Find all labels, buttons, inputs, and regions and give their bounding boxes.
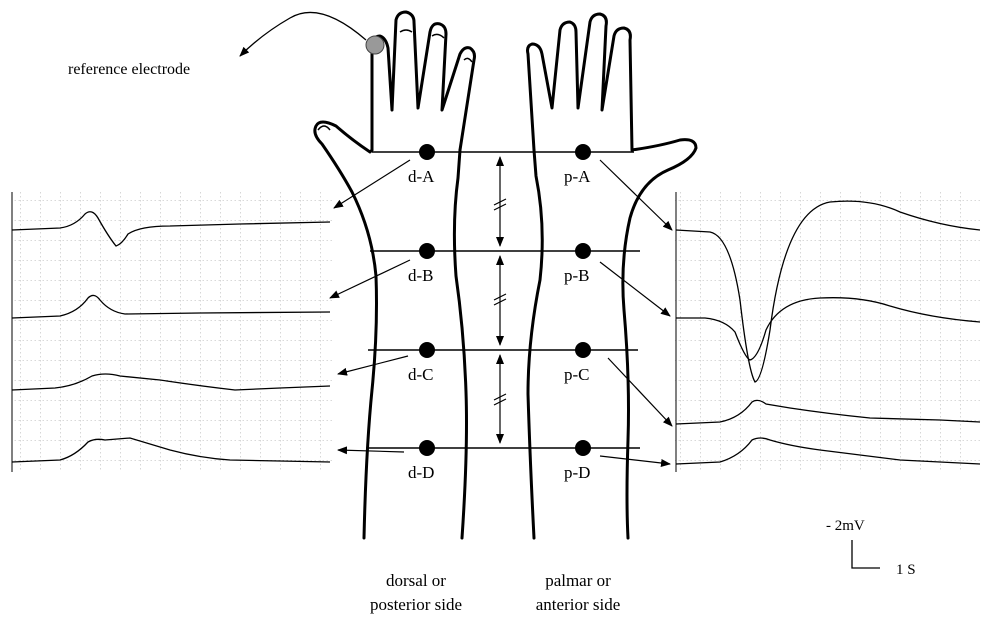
scale-bar: - 2mV 1 S [826, 518, 916, 578]
reference-electrode-label: reference electrode [68, 61, 190, 78]
label-d-D: d-D [408, 463, 434, 482]
trace-link-arrows [330, 160, 672, 464]
label-p-B: p-B [564, 266, 590, 285]
palmar-label-line1: palmar or [545, 571, 611, 590]
dorsal-label-line2: posterior side [370, 595, 462, 614]
dorsal-grid [12, 192, 332, 472]
label-p-A: p-A [564, 167, 591, 186]
label-d-B: d-B [408, 266, 434, 285]
electrode-d-D [419, 440, 435, 456]
electrode-p-A [575, 144, 591, 160]
reference-arrow [240, 12, 366, 56]
label-d-A: d-A [408, 167, 435, 186]
reference-electrode-marker [366, 36, 384, 54]
electrode-d-A [419, 144, 435, 160]
dorsal-electrodes [419, 144, 435, 456]
palmar-label-line2: anterior side [536, 595, 621, 614]
dorsal-hand-outline [315, 12, 475, 538]
label-d-C: d-C [408, 365, 434, 384]
electrode-p-B [575, 243, 591, 259]
palmar-electrodes [575, 144, 591, 456]
dorsal-label-line1: dorsal or [386, 571, 446, 590]
electrode-d-B [419, 243, 435, 259]
palmar-grid [675, 192, 980, 472]
palmar-recording-panel [675, 192, 980, 472]
scale-voltage-label: - 2mV [826, 518, 865, 534]
label-p-D: p-D [564, 463, 590, 482]
dorsal-recording-panel [12, 192, 332, 472]
palmar-hand-outline [528, 14, 697, 538]
scale-time-label: 1 S [896, 562, 916, 578]
electrode-p-C [575, 342, 591, 358]
side-labels: dorsal or posterior side palmar or anter… [370, 571, 620, 614]
distance-markers [494, 157, 506, 443]
electrode-d-C [419, 342, 435, 358]
electrode-p-D [575, 440, 591, 456]
label-p-C: p-C [564, 365, 590, 384]
